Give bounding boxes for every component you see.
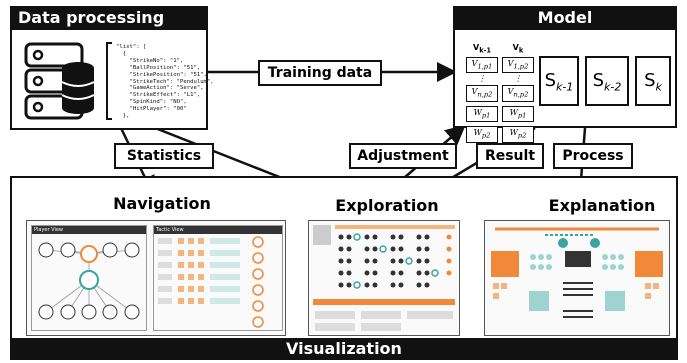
table-cell: ⋮ (502, 73, 534, 86)
table-cell: Wp1 (466, 105, 498, 123)
exploration-screenshot (308, 220, 460, 336)
json-line: "SpinKind": "NO", (116, 99, 187, 106)
json-line: "HitPlayer": "00" (116, 106, 187, 113)
json-bracket (106, 42, 112, 120)
json-line: "StrikeEffect": "L1", (116, 92, 201, 99)
adjustment-label: Adjustment (349, 143, 457, 169)
exploration-matrix (313, 225, 455, 331)
table-cell: Vn,p2 (466, 85, 498, 102)
model-title: Model (453, 6, 677, 30)
player-view: Player View (31, 225, 147, 331)
json-line: "StrikeNo": "1", (116, 57, 184, 64)
table-cell: V1,p1 (466, 56, 498, 74)
json-line: "list": [ (116, 44, 147, 50)
table-cell: Vk (512, 43, 524, 55)
table-cell: Vn,p2 (502, 85, 534, 102)
navigation-screenshot: Player View (26, 220, 286, 336)
table-cell: Wp2 (502, 126, 534, 143)
state-k: Sk (635, 56, 671, 106)
data-processing-title: Data processing (10, 6, 208, 30)
explanation-flow (491, 227, 663, 318)
json-line: }, (116, 113, 130, 120)
json-line: "BallPosition": "51", (116, 64, 201, 71)
json-line: "StrikePosition": "51", (116, 71, 207, 78)
table-cell: Wp2 (466, 126, 498, 143)
explanation-title: Explanation (548, 196, 656, 215)
database-server-icon (24, 42, 95, 120)
result-label: Result (476, 143, 544, 169)
json-line: "GameAction": "Serve", (116, 85, 204, 92)
player-view-caption: Player View (32, 226, 146, 234)
visualization-panel: Navigation Exploration Explanation Playe… (10, 176, 678, 360)
table-cell: Wp1 (502, 105, 534, 123)
state-k-minus-1: Sk-1 (539, 56, 579, 106)
table-cell: Vk-1 (472, 43, 492, 55)
visualization-title: Visualization (10, 338, 678, 360)
explanation-screenshot (484, 220, 670, 336)
json-line: "StrikeTech": "Pendulum", (116, 78, 214, 85)
player-tree-graph (38, 242, 140, 320)
table-cell: ⋮ (466, 73, 498, 86)
emission-table-col2: Vk V1,p2 ⋮ Vn,p2 Wp1 Wp2 (502, 42, 534, 143)
process-label: Process (553, 143, 633, 169)
exploration-title: Exploration (335, 196, 439, 215)
statistics-label: Statistics (114, 143, 214, 169)
data-processing-panel: Data processing "list": [ { "StrikeNo": … (10, 6, 214, 130)
json-sample: "list": [ { "StrikeNo": "1", "BallPositi… (116, 44, 214, 120)
model-panel: Model Vk-1 V1,p1 ⋮ Vn,p2 Wp1 Wp2 Vk V1,p… (453, 6, 677, 143)
json-line: { (116, 50, 127, 57)
emission-table-col1: Vk-1 V1,p1 ⋮ Vn,p2 Wp1 Wp2 (466, 42, 498, 143)
navigation-title: Navigation (113, 194, 211, 213)
table-cell: V1,p2 (502, 56, 534, 74)
tactic-grid (158, 236, 264, 328)
training-data-label: Training data (258, 60, 382, 86)
tactic-view: Tactic View (153, 225, 283, 331)
state-k-minus-2: Sk-2 (585, 56, 629, 106)
tactic-view-caption: Tactic View (154, 226, 282, 234)
